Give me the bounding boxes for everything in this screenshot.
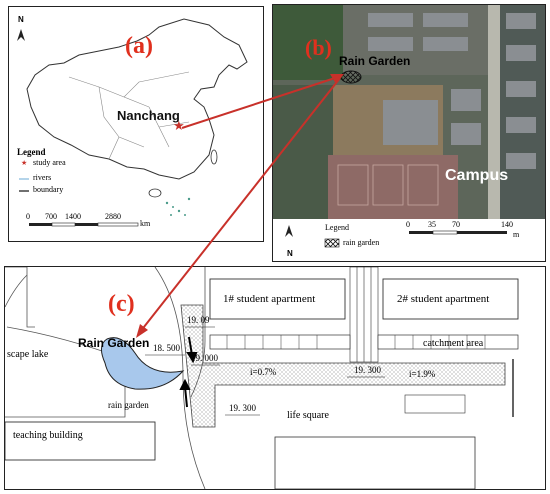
- legend-item-boundary: boundary: [33, 185, 64, 194]
- north-arrow-b: [285, 225, 293, 237]
- scale-tick: 1400: [65, 212, 81, 221]
- lake-edge: [5, 267, 35, 328]
- svg-text:★: ★: [21, 159, 27, 167]
- scale-unit: km: [140, 219, 151, 228]
- satellite-panel: (b) Rain Garden Campus N Legend rain gar…: [272, 4, 546, 262]
- campus-label: Campus: [445, 167, 509, 184]
- catchment-label: catchment area: [423, 338, 484, 349]
- apartment-2: [382, 278, 519, 320]
- panel-c-tag: (c): [108, 291, 135, 317]
- elevation-label: 18. 500: [153, 343, 180, 353]
- panel-b-tag: (b): [305, 35, 332, 60]
- scale-tick: 70: [452, 220, 460, 229]
- connector-corridor: [349, 267, 379, 363]
- scale-bar-a: [29, 222, 139, 227]
- elevation-label: 19. 09: [187, 315, 210, 325]
- legend-item-study-area: study area: [33, 158, 66, 167]
- elevation-label: 19. 300: [229, 403, 256, 413]
- flow-arrows: [179, 336, 198, 408]
- panel-a-tag: (a): [125, 33, 153, 59]
- apartment-2-label: 2# student apartment: [397, 293, 490, 305]
- scale-tick: 2880: [105, 212, 121, 221]
- legend-title-a: Legend: [17, 147, 46, 157]
- rain-garden-shape: [101, 337, 185, 390]
- north-arrow-a: [17, 29, 25, 41]
- scale-tick: 0: [406, 220, 410, 229]
- scale-tick: 700: [45, 212, 57, 221]
- elevation-label: 19. 000: [191, 353, 218, 363]
- hainan-island: [148, 188, 162, 198]
- slope-label: i=0.7%: [250, 367, 277, 377]
- scale-tick: 140: [501, 220, 513, 229]
- legend-a: ★: [19, 159, 29, 192]
- rain-garden-label-c: rain garden: [108, 400, 149, 410]
- teaching-building: [5, 421, 156, 461]
- scale-unit-b: m: [513, 230, 520, 239]
- life-square-structure: [274, 436, 476, 489]
- rain-garden-title-c: Rain Garden: [78, 336, 150, 350]
- tree-area: [273, 5, 343, 80]
- scale-tick: 0: [26, 212, 30, 221]
- site-plan-panel: (c) Rain Garden 1# student apartment 2# …: [4, 266, 546, 490]
- buildings: [368, 13, 536, 169]
- rain-garden-label-b: Rain Garden: [339, 54, 411, 68]
- main-road: [488, 5, 500, 219]
- legend-title-b: Legend: [325, 223, 349, 232]
- slope-label: i=1.9%: [409, 369, 436, 379]
- sports-court: [328, 155, 458, 219]
- north-label-b: N: [287, 249, 293, 258]
- scale-bar-b: [409, 230, 507, 235]
- scale-tick: 35: [428, 220, 436, 229]
- apartment-1-label: 1# student apartment: [223, 293, 316, 305]
- legend-hatch-b: [324, 238, 340, 248]
- south-sea-islands: [165, 197, 191, 216]
- legend-item-rain-garden: rain garden: [343, 238, 380, 247]
- teaching-building-label: teaching building: [13, 430, 83, 441]
- elevation-label: 19. 300: [354, 365, 381, 375]
- taiwan-island: [210, 149, 218, 165]
- life-square-label: life square: [287, 410, 329, 421]
- legend-item-rivers: rivers: [33, 173, 52, 182]
- scape-lake-label: scape lake: [7, 349, 49, 360]
- china-map-panel: ★ ★ (a) Nanchang N Legend study area riv…: [8, 6, 264, 242]
- north-label-a: N: [18, 15, 24, 24]
- city-label: Nanchang: [117, 108, 180, 123]
- rain-garden-marker: [340, 70, 362, 84]
